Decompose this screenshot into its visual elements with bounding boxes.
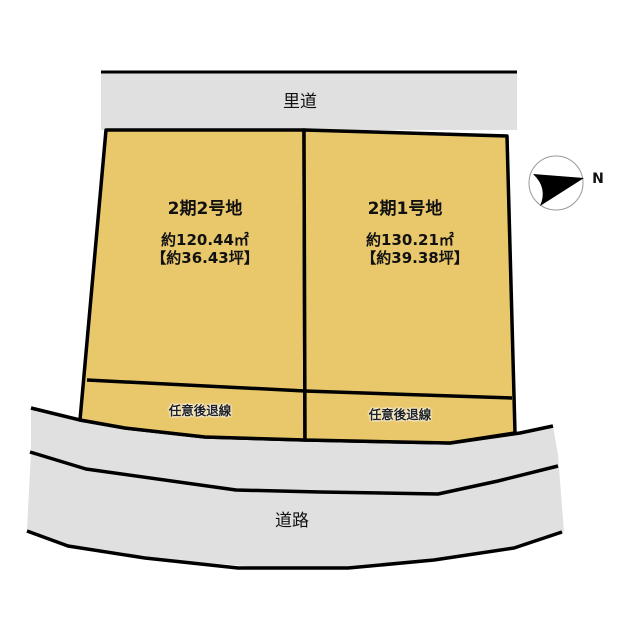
lot-2-1-shape xyxy=(302,128,517,445)
lot-2-1-setback-label: 任意後退線 xyxy=(368,407,432,422)
lot-2-1-area-sqm: 約130.21㎡ xyxy=(366,231,454,249)
lot-2-2-area-tsubo: 【約36.43坪】 xyxy=(151,249,259,267)
main-road-label: 道路 xyxy=(275,511,309,531)
back-road-label: 里道 xyxy=(283,92,317,112)
lot-2-2-area-sqm: 約120.44㎡ xyxy=(161,231,249,249)
north-label: N xyxy=(592,171,604,187)
lot-2-2-setback-label: 任意後退線 xyxy=(168,403,232,418)
back-road xyxy=(101,70,517,130)
north-arrow-icon xyxy=(528,155,584,211)
lot-2-2-shape xyxy=(78,128,307,442)
lot-2-1-area-tsubo: 【約39.38坪】 xyxy=(361,249,469,267)
lot-2-2-title: 2期2号地 xyxy=(167,199,243,219)
lot-2-1-title: 2期1号地 xyxy=(367,199,443,219)
